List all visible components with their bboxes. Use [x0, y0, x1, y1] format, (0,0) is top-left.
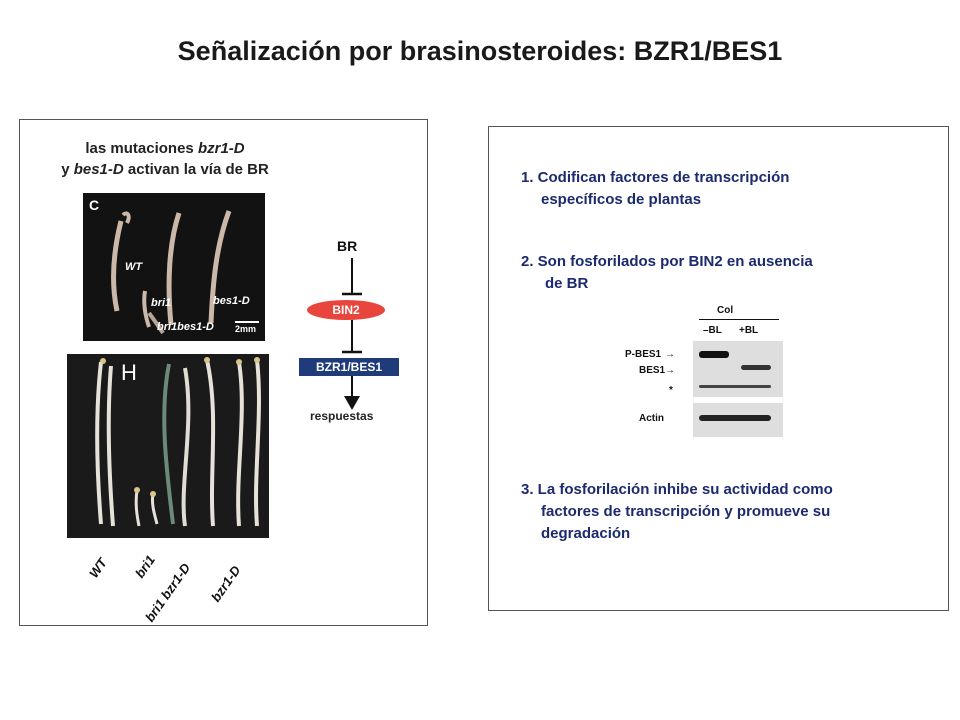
blot-p-bes1-label: P-BES1	[625, 349, 662, 360]
fact-1-line-1: 1. Codifican factores de transcripción	[521, 169, 790, 186]
label-wt: WT	[125, 261, 143, 273]
band-bes1	[741, 365, 771, 370]
scale-bar	[235, 321, 259, 323]
blot-actin-membrane	[693, 403, 783, 437]
band-nonspecific	[699, 385, 771, 388]
pathway-bin2: BIN2	[307, 300, 385, 320]
label-h-bzr1d: bzr1-D	[208, 562, 244, 605]
arrow-icon: →	[665, 365, 675, 376]
blot-actin-label: Actin	[639, 413, 664, 424]
blot-bes1-label: BES1	[639, 365, 666, 376]
pathway-arrows	[342, 258, 362, 410]
caption-mutation-bes1d: bes1-D	[73, 161, 124, 178]
fact-1-line-2: específicos de plantas	[541, 191, 702, 208]
label-h-wt: WT	[86, 555, 110, 581]
arrow-icon: →	[665, 349, 675, 360]
seedling-photo-c: C WT bri1 bes1-D bri1bes1-D 2mm	[83, 193, 265, 341]
blot-bes1-membrane	[693, 341, 783, 397]
fact-3: 3. La fosforilación inhibe su actividad …	[521, 479, 833, 545]
bzr1-bes1-facts-panel: 1. Codifican factores de transcripción e…	[488, 126, 949, 611]
caption-text: las mutaciones	[85, 140, 198, 157]
band-actin	[699, 415, 771, 421]
seedling-photo-h: H	[67, 354, 269, 538]
pathway-br: BR	[337, 238, 358, 254]
fact-3-line-1: 3. La fosforilación inhibe su actividad …	[521, 481, 833, 498]
scale-label: 2mm	[235, 324, 257, 334]
blot-col-label: Col	[717, 305, 734, 316]
blot-star-label: *	[669, 385, 673, 396]
fact-2-line-1: 2. Son fosforilados por BIN2 en ausencia	[521, 253, 813, 270]
label-bes1d: bes1-D	[213, 295, 250, 307]
fact-3-line-3: degradación	[541, 525, 631, 542]
blot-minus-bl: –BL	[703, 325, 722, 336]
mutant-phenotype-panel: las mutaciones bzr1-D y bes1-D activan l…	[19, 119, 428, 626]
panel-letter-h: H	[121, 360, 137, 385]
band-p-bes1	[699, 351, 729, 358]
caption-mutation-bzr1d: bzr1-D	[197, 140, 245, 157]
pathway-bzr1-bes1: BZR1/BES1	[299, 358, 399, 376]
pathway-response: respuestas	[310, 409, 374, 423]
label-bri1bes1d: bri1bes1-D	[157, 321, 214, 333]
panel-caption: las mutaciones bzr1-D y bes1-D activan l…	[15, 138, 315, 180]
caption-text: activan la vía de BR	[123, 161, 269, 178]
label-h-bri1: bri1	[132, 552, 158, 581]
blot-plus-bl: +BL	[739, 325, 759, 336]
label-bri1: bri1	[151, 297, 172, 309]
blot-col-line	[699, 319, 779, 320]
fact-2: 2. Son fosforilados por BIN2 en ausencia…	[521, 251, 813, 295]
caption-text: y	[61, 161, 74, 178]
page-title: Señalización por brasinosteroides: BZR1/…	[177, 36, 783, 66]
fact-3-line-2: factores de transcripción y promueve su	[541, 503, 831, 520]
fact-1: 1. Codifican factores de transcripción e…	[521, 167, 789, 211]
fact-2-line-2: de BR	[545, 275, 589, 292]
panel-letter-c: C	[89, 197, 100, 213]
